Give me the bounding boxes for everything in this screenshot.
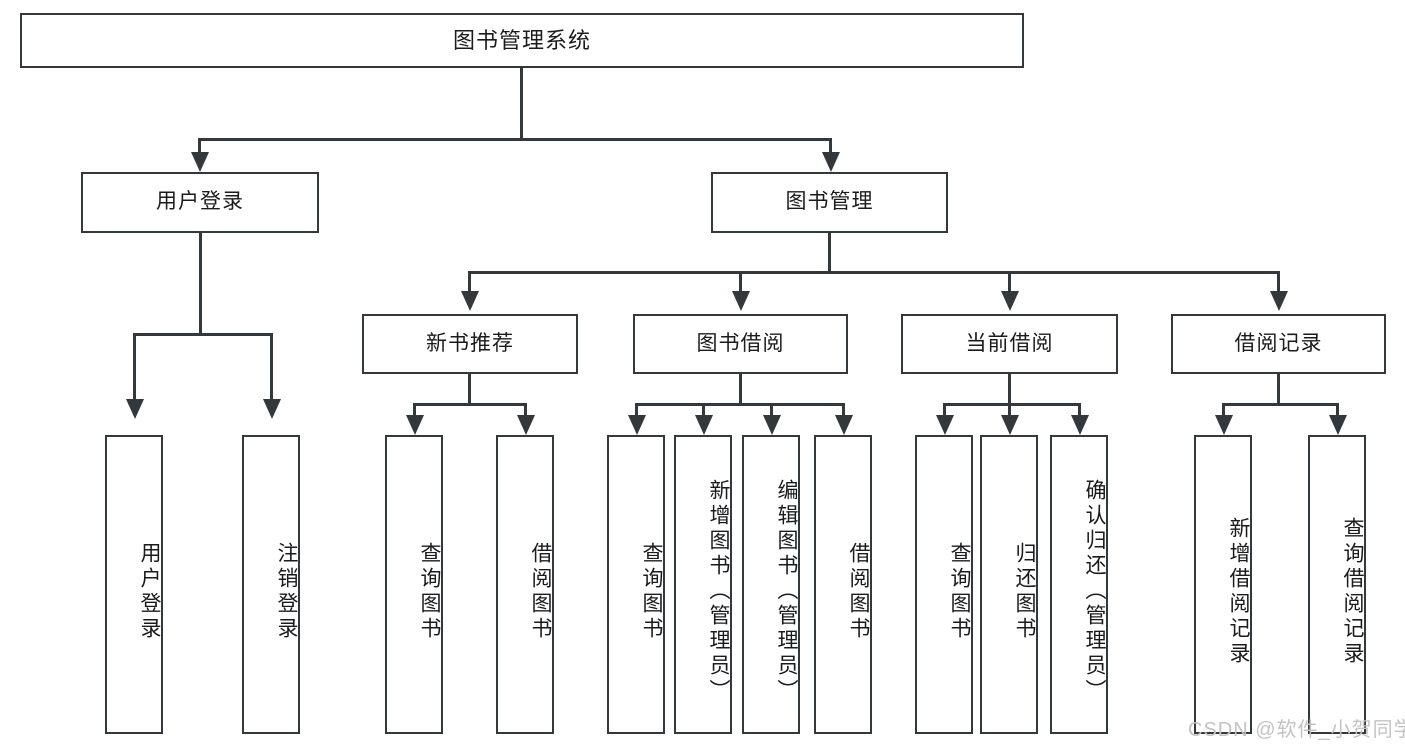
arrowhead-leaf-confirm-return — [1071, 415, 1089, 435]
csdn-watermark: CSDN @软件_小贺同学 — [1188, 719, 1405, 741]
node-leaf-return-book-label: 归还图书 — [1013, 541, 1036, 642]
node-leaf-query-book-3-label: 查询图书 — [948, 541, 971, 642]
edge-book-manage-drop-4 — [1277, 271, 1280, 297]
arrowhead-leaf-user-login — [126, 399, 144, 419]
node-leaf-query-book-2-label: 查询图书 — [640, 541, 663, 642]
node-current-borrow[interactable]: 当前借阅 — [901, 314, 1118, 374]
node-leaf-edit-book[interactable]: 编辑图书（管理员） — [742, 435, 800, 734]
edge-user-login-drop-2 — [270, 333, 273, 405]
node-leaf-query-book-1-label: 查询图书 — [418, 541, 441, 642]
edge-borrow-record-drop-2 — [1336, 403, 1339, 421]
edge-current-borrow-drop-1 — [943, 403, 946, 421]
arrowhead-book-borrow — [732, 291, 750, 311]
node-leaf-confirm-return[interactable]: 确认归还（管理员） — [1050, 435, 1108, 734]
edge-book-manage-drop-3 — [1008, 271, 1011, 297]
arrowhead-leaf-borrow-book-2 — [835, 415, 853, 435]
node-leaf-add-book-label: 新增图书（管理员） — [707, 479, 730, 704]
node-leaf-query-record[interactable]: 查询借阅记录 — [1308, 435, 1366, 734]
arrowhead-leaf-query-book-2 — [628, 415, 646, 435]
node-leaf-edit-book-label: 编辑图书（管理员） — [775, 479, 798, 704]
edge-book-manage-stem — [828, 233, 831, 274]
node-leaf-borrow-book-2-label: 借阅图书 — [847, 541, 870, 642]
arrowhead-new-book-recommend — [461, 291, 479, 311]
node-book-borrow[interactable]: 图书借阅 — [633, 314, 848, 374]
edge-book-manage-bus — [468, 271, 1280, 274]
node-leaf-borrow-book-2[interactable]: 借阅图书 — [814, 435, 872, 734]
node-user-login[interactable]: 用户登录 — [81, 172, 319, 233]
edge-book-borrow-drop-3 — [770, 403, 773, 421]
node-leaf-add-record[interactable]: 新增借阅记录 — [1194, 435, 1252, 734]
arrowhead-leaf-borrow-book-1 — [517, 415, 535, 435]
node-new-book-recommend[interactable]: 新书推荐 — [362, 314, 578, 374]
edge-root-bus — [198, 138, 832, 141]
arrowhead-leaf-edit-book — [763, 415, 781, 435]
node-leaf-query-book-1[interactable]: 查询图书 — [385, 435, 443, 734]
node-leaf-borrow-book-1-label: 借阅图书 — [529, 541, 552, 642]
edge-borrow-record-bus — [1222, 403, 1339, 406]
node-borrow-record-label: 借阅记录 — [1234, 331, 1323, 355]
edge-user-login-drop-1 — [133, 333, 136, 405]
node-leaf-add-record-label: 新增借阅记录 — [1227, 516, 1250, 667]
edge-borrow-record-stem — [1277, 374, 1280, 406]
edge-user-login-bus — [133, 333, 273, 336]
edge-new-book-recommend-bus — [413, 403, 527, 406]
edge-book-borrow-bus — [635, 403, 845, 406]
edge-current-borrow-drop-3 — [1078, 403, 1081, 421]
arrowhead-leaf-query-book-1 — [406, 415, 424, 435]
node-leaf-confirm-return-label: 确认归还（管理员） — [1083, 479, 1106, 704]
node-current-borrow-label: 当前借阅 — [965, 331, 1054, 355]
edge-new-book-recommend-stem — [468, 374, 471, 406]
edge-new-book-recommend-drop-1 — [413, 403, 416, 421]
node-leaf-query-book-2[interactable]: 查询图书 — [607, 435, 665, 734]
arrowhead-leaf-query-book-3 — [936, 415, 954, 435]
node-leaf-user-login[interactable]: 用户登录 — [105, 435, 163, 734]
edge-new-book-recommend-drop-2 — [524, 403, 527, 421]
edge-book-manage-drop-2 — [739, 271, 742, 297]
node-book-manage[interactable]: 图书管理 — [711, 172, 948, 233]
node-leaf-logout-login[interactable]: 注销登录 — [242, 435, 300, 734]
edge-root-to-book-manage — [829, 138, 832, 160]
arrowhead-leaf-logout-login — [263, 399, 281, 419]
node-root-label: 图书管理系统 — [452, 27, 591, 53]
arrowhead-borrow-record — [1270, 291, 1288, 311]
node-leaf-logout-login-label: 注销登录 — [275, 541, 298, 642]
edge-current-borrow-stem — [1008, 374, 1011, 406]
node-borrow-record[interactable]: 借阅记录 — [1171, 314, 1386, 374]
arrowhead-leaf-add-record — [1215, 415, 1233, 435]
node-leaf-query-record-label: 查询借阅记录 — [1341, 516, 1364, 667]
edge-current-borrow-bus — [943, 403, 1081, 406]
node-leaf-return-book[interactable]: 归还图书 — [980, 435, 1038, 734]
edge-book-manage-drop-1 — [468, 271, 471, 297]
edge-user-login-stem — [199, 233, 202, 336]
node-book-manage-label: 图书管理 — [785, 190, 874, 214]
edge-root-to-user-login — [198, 138, 201, 160]
arrowhead-current-borrow — [1001, 291, 1019, 311]
arrowhead-leaf-query-record — [1329, 415, 1347, 435]
arrowhead-book-manage — [822, 152, 840, 172]
node-book-borrow-label: 图书借阅 — [696, 331, 785, 355]
node-leaf-borrow-book-1[interactable]: 借阅图书 — [496, 435, 554, 734]
edge-book-borrow-stem — [739, 374, 742, 406]
edge-current-borrow-drop-2 — [1008, 403, 1011, 421]
arrowhead-leaf-return-book — [1001, 415, 1019, 435]
node-leaf-add-book[interactable]: 新增图书（管理员） — [674, 435, 732, 734]
node-leaf-query-book-3[interactable]: 查询图书 — [915, 435, 973, 734]
edge-book-borrow-drop-1 — [635, 403, 638, 421]
node-user-login-label: 用户登录 — [156, 190, 244, 214]
arrowhead-leaf-add-book — [695, 415, 713, 435]
node-root[interactable]: 图书管理系统 — [20, 13, 1024, 68]
edge-book-borrow-drop-2 — [702, 403, 705, 421]
node-new-book-recommend-label: 新书推荐 — [426, 331, 514, 355]
edge-root-stem — [520, 68, 523, 140]
edge-borrow-record-drop-1 — [1222, 403, 1225, 421]
node-leaf-user-login-label: 用户登录 — [138, 541, 161, 642]
edge-book-borrow-drop-4 — [842, 403, 845, 421]
arrowhead-user-login — [191, 152, 209, 172]
